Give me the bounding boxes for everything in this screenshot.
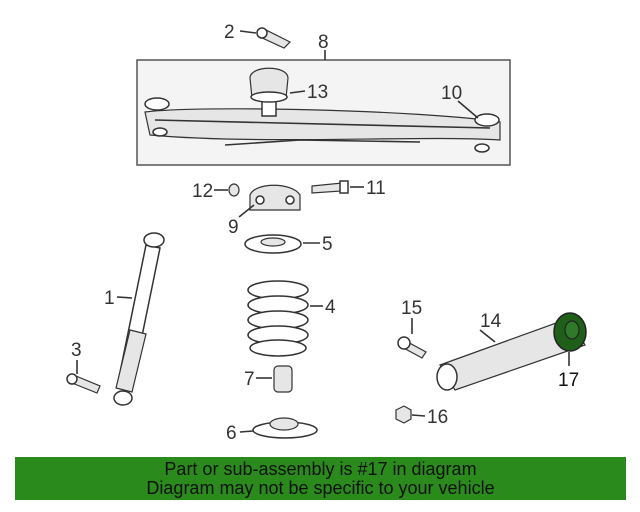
leader-16 xyxy=(411,414,426,417)
bolt-11-shank xyxy=(311,182,343,194)
callout-16: 16 xyxy=(427,407,448,428)
shock-top-eye xyxy=(143,232,165,248)
bracket-hole-right xyxy=(285,195,295,205)
leader-10 xyxy=(457,100,479,119)
shock-absorber-part-1[interactable] xyxy=(113,232,165,406)
nut-12 xyxy=(228,183,240,197)
coil-spring-part-4[interactable] xyxy=(247,280,309,357)
bolt-part-15[interactable] xyxy=(397,336,427,359)
callout-10: 10 xyxy=(441,83,462,104)
bracket-hole-left xyxy=(255,195,265,205)
crossmember-edge xyxy=(154,119,491,129)
upper-seat-inner xyxy=(260,237,286,247)
shock-bottom-eye xyxy=(113,390,133,406)
nut-part-16[interactable] xyxy=(395,405,412,424)
callout-2: 2 xyxy=(224,22,235,43)
shock-body-lower xyxy=(115,329,147,393)
bolt-15-head xyxy=(397,336,411,350)
callout-7: 7 xyxy=(244,369,255,390)
callout-17: 17 xyxy=(558,370,579,391)
bolt-part-2[interactable] xyxy=(256,27,292,49)
leader-lines xyxy=(76,30,570,433)
crossmember-assembly[interactable] xyxy=(136,59,511,166)
callout-15: 15 xyxy=(401,298,422,319)
callout-8: 8 xyxy=(318,32,329,53)
callout-5: 5 xyxy=(322,234,333,255)
callout-labels: 2 8 13 10 12 11 9 5 4 1 3 7 6 15 16 14 1… xyxy=(71,22,579,444)
banner-line-1: Part or sub-assembly is #17 in diagram xyxy=(164,459,477,479)
callout-13: 13 xyxy=(307,82,328,103)
bolt-part-11[interactable] xyxy=(311,180,349,194)
crossmember-mount-right xyxy=(474,113,500,127)
crossmember-stud-left xyxy=(152,127,168,137)
callout-4: 4 xyxy=(325,297,336,318)
info-banner: Part or sub-assembly is #17 in diagram D… xyxy=(15,457,626,500)
banner-line-2: Diagram may not be specific to your vehi… xyxy=(146,478,495,498)
bolt-3-head xyxy=(66,373,78,385)
control-arm-end xyxy=(436,363,458,391)
ball-joint-flange xyxy=(250,91,288,103)
lower-seat-part-6[interactable] xyxy=(252,417,318,439)
callout-6: 6 xyxy=(226,423,237,444)
leader-6 xyxy=(239,430,254,433)
callout-12: 12 xyxy=(192,181,213,202)
crossmember-mount-left xyxy=(144,97,170,111)
leader-9 xyxy=(238,204,255,218)
callout-14: 14 xyxy=(480,311,502,332)
control-arm-part-14[interactable] xyxy=(436,317,586,391)
callout-1: 1 xyxy=(104,288,115,309)
bolt-part-3[interactable] xyxy=(66,373,101,394)
leader-13 xyxy=(289,90,306,94)
bushing-inner xyxy=(564,320,580,340)
bump-stop xyxy=(273,365,293,393)
bump-stop-part-7[interactable] xyxy=(273,365,293,393)
bracket-part-9[interactable] xyxy=(249,184,301,211)
bolt-11-head xyxy=(339,180,349,194)
callout-3: 3 xyxy=(71,340,82,361)
crossmember-lower-edge xyxy=(224,139,421,146)
leader-14 xyxy=(479,329,496,343)
leader-1 xyxy=(116,296,133,299)
spring-seat-part-5[interactable] xyxy=(244,234,302,254)
leader-2 xyxy=(239,30,257,34)
nut-16 xyxy=(395,405,412,424)
parts-diagram: 2 8 13 10 12 11 9 5 4 1 3 7 6 15 16 14 1… xyxy=(66,22,587,444)
coil-5 xyxy=(249,339,307,357)
callout-11: 11 xyxy=(366,178,386,199)
bolt-2-head xyxy=(256,27,268,39)
lower-seat-inner xyxy=(269,417,299,431)
nut-part-12[interactable] xyxy=(228,183,240,197)
bushing-part-17[interactable] xyxy=(553,312,587,352)
crossmember-stud-right xyxy=(474,143,490,153)
callout-9: 9 xyxy=(228,217,239,238)
